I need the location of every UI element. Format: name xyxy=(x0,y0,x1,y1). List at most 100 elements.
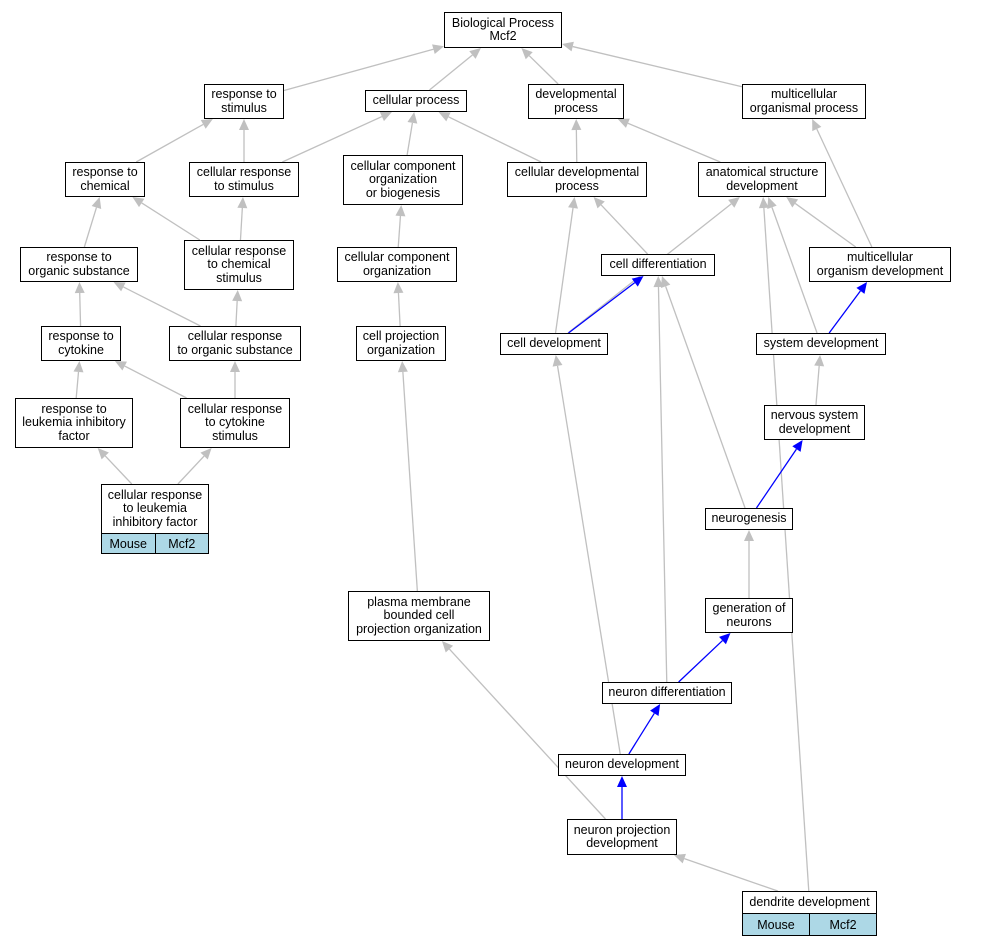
node-biological-process[interactable]: Biological Process Mcf2 xyxy=(444,12,562,48)
edge-cc_org-to-cc_org_bio xyxy=(397,215,402,248)
edge-cell_resp_lif-to-resp_lif xyxy=(104,455,133,485)
node-nervous-system-development[interactable]: nervous system development xyxy=(764,405,865,440)
edge-cell_resp_stim-to-cell_proc xyxy=(282,115,383,163)
node-anatomical-structure-development[interactable]: anatomical structure development xyxy=(698,162,826,197)
edge-dev_proc-to-bp xyxy=(528,55,559,85)
edge-arrowhead xyxy=(792,440,803,452)
node-cellular-component-organization[interactable]: cellular component organization xyxy=(337,247,457,282)
edge-arrowhead xyxy=(74,282,85,294)
edge-arrowhead xyxy=(91,197,102,209)
edge-arrowhead xyxy=(407,112,418,124)
edge-arrowhead xyxy=(631,276,644,287)
node-response-to-chemical[interactable]: response to chemical xyxy=(65,162,145,197)
node-generation-of-neurons[interactable]: generation of neurons xyxy=(705,598,793,633)
node-dendrite-development[interactable]: dendrite development xyxy=(742,891,877,913)
edge-arrowhead xyxy=(650,704,661,716)
node-cellular-component-organization-or-biogenesis[interactable]: cellular component organization or bioge… xyxy=(343,155,463,205)
gene-cell[interactable]: Mcf2 xyxy=(809,914,876,935)
edge-neuron_dev-to-neuron_diff xyxy=(628,712,655,755)
edge-cell_proj_org-to-cc_org xyxy=(397,292,401,327)
node-neuron-development[interactable]: neuron development xyxy=(558,754,686,776)
edge-arrowhead xyxy=(719,633,731,645)
node-cellular-response-to-organic-substance[interactable]: cellular response to organic substance xyxy=(169,326,301,361)
node-cell-projection-organization[interactable]: cell projection organization xyxy=(356,326,446,361)
edge-cell_resp_chem-to-resp_chem xyxy=(141,202,201,241)
edge-dendrite_dev-to-neuron_proj_dev xyxy=(684,857,778,892)
edge-neuron_proj_dev-to-pm_proj_org xyxy=(448,648,606,820)
edge-arrowhead xyxy=(653,276,664,288)
edge-cell_resp_cyto-to-resp_cyto xyxy=(124,365,187,399)
node-cellular-response-to-stimulus[interactable]: cellular response to stimulus xyxy=(189,162,299,197)
edge-cell_resp_chem-to-cell_resp_stim xyxy=(239,207,243,241)
node-plasma-membrane-bounded-cell-projection-organization[interactable]: plasma membrane bounded cell projection … xyxy=(348,591,490,641)
edge-arrowhead xyxy=(812,119,822,132)
edge-cell_resp_org-to-resp_org xyxy=(123,286,201,327)
edge-arrowhead xyxy=(660,276,671,289)
edge-multi_dev-to-multi_proc xyxy=(816,128,873,248)
edge-arrowhead xyxy=(552,355,563,367)
edge-nerv_dev-to-sys_dev xyxy=(815,365,820,406)
edge-arrowhead xyxy=(617,776,627,787)
node-multicellular-organismal-process[interactable]: multicellular organismal process xyxy=(742,84,866,119)
edge-arrowhead xyxy=(469,48,481,59)
edge-cell_resp_org-to-cell_resp_chem xyxy=(235,300,238,327)
node-response-to-cytokine[interactable]: response to cytokine xyxy=(41,326,121,361)
edge-cell_diff-to-cell_dev_proc xyxy=(600,204,649,255)
node-response-to-stimulus[interactable]: response to stimulus xyxy=(204,84,284,119)
edge-resp_org-to-resp_chem xyxy=(83,207,98,248)
annotation-row: Mouse Mcf2 xyxy=(101,533,209,554)
node-cellular-response-to-leukemia-inhibitory-factor[interactable]: cellular response to leukemia inhibitory… xyxy=(101,484,209,533)
node-neurogenesis[interactable]: neurogenesis xyxy=(705,508,793,530)
edge-multi_dev-to-anat_dev xyxy=(794,202,857,248)
edge-arrowhead xyxy=(728,197,740,208)
node-multicellular-organism-development[interactable]: multicellular organism development xyxy=(809,247,951,282)
edge-neuron_diff-to-cell_diff xyxy=(657,286,668,683)
edge-arrowhead xyxy=(397,361,408,373)
edge-resp_cyto-to-resp_org xyxy=(79,292,82,327)
node-cell-development[interactable]: cell development xyxy=(500,333,608,355)
node-system-development[interactable]: system development xyxy=(756,333,886,355)
edge-arrowhead xyxy=(521,48,533,60)
annotation-row: Mouse Mcf2 xyxy=(742,913,877,936)
gene-cell[interactable]: Mcf2 xyxy=(154,534,209,553)
edge-resp_chem-to-resp_stim xyxy=(135,123,204,163)
edge-arrowhead xyxy=(200,119,213,129)
edge-arrowhead xyxy=(758,197,769,209)
edge-arrowhead xyxy=(395,205,406,217)
node-response-to-organic-substance[interactable]: response to organic substance xyxy=(20,247,138,282)
edge-cell_resp_lif-to-cell_resp_cyto xyxy=(177,455,205,485)
node-cellular-process[interactable]: cellular process xyxy=(365,90,467,112)
node-neuron-differentiation[interactable]: neuron differentiation xyxy=(602,682,732,704)
edge-arrowhead xyxy=(441,641,454,653)
node-cellular-response-to-cytokine-stimulus[interactable]: cellular response to cytokine stimulus xyxy=(180,398,290,448)
edge-arrowhead xyxy=(114,361,127,371)
node-cell-differentiation[interactable]: cell differentiation xyxy=(601,254,715,276)
edge-arrowhead xyxy=(744,530,754,541)
edge-arrowhead xyxy=(767,197,777,210)
node-cellular-developmental-process[interactable]: cellular developmental process xyxy=(507,162,647,197)
edge-multi_proc-to-bp xyxy=(572,45,743,88)
edge-pm_proj_org-to-cell_proj_org xyxy=(402,371,418,592)
edge-neuron_diff-to-gen_neurons xyxy=(678,640,723,683)
node-response-to-leukemia-inhibitory-factor[interactable]: response to leukemia inhibitory factor xyxy=(15,398,133,448)
species-cell[interactable]: Mouse xyxy=(109,536,148,551)
node-neuron-projection-development[interactable]: neuron projection development xyxy=(567,819,677,855)
node-cellular-response-to-chemical-stimulus[interactable]: cellular response to chemical stimulus xyxy=(184,240,294,290)
edge-arrowhead xyxy=(97,448,109,460)
edge-arrowhead xyxy=(237,197,248,209)
edge-arrowhead xyxy=(438,112,451,122)
edge-cell_dev_proc-to-cell_proc xyxy=(448,116,542,163)
edge-arrowhead xyxy=(856,282,868,294)
edge-arrowhead xyxy=(239,119,249,130)
edge-sys_dev-to-multi_dev xyxy=(828,290,861,334)
edge-cc_org_bio-to-cell_proc xyxy=(406,122,414,156)
edge-arrowhead xyxy=(673,853,686,864)
species-cell[interactable]: Mouse xyxy=(757,917,795,932)
edge-neurogenesis-to-cell_diff xyxy=(665,286,746,509)
edge-arrowhead xyxy=(786,197,799,208)
edge-arrowhead xyxy=(113,282,126,292)
node-developmental-process[interactable]: developmental process xyxy=(528,84,624,119)
edge-resp_stim-to-bp xyxy=(283,48,434,92)
edge-arrowhead xyxy=(132,197,145,208)
